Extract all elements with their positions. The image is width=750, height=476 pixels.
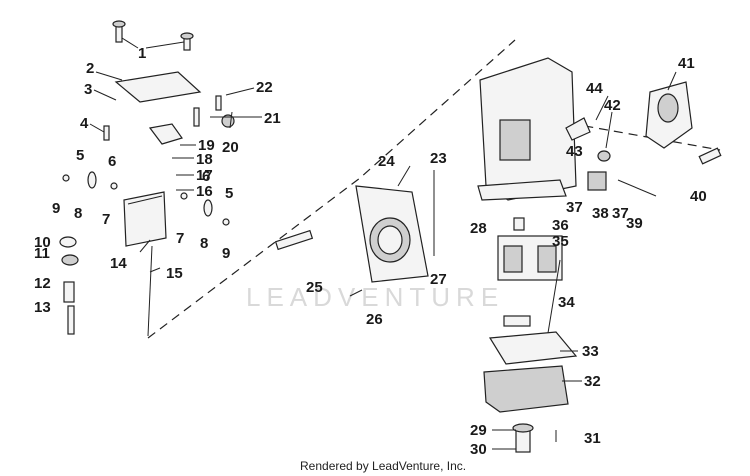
part-rod-39 [617, 179, 657, 197]
callout-17: 17 [196, 167, 213, 184]
callout-43: 43 [566, 143, 583, 160]
callout-37b: 37 [612, 205, 629, 222]
callout-4: 4 [80, 115, 89, 132]
part-bracket-19 [148, 123, 183, 145]
callout-7a: 7 [102, 211, 110, 228]
part-screw-25 [274, 229, 314, 251]
part-drain-30 [512, 423, 534, 453]
callout-15: 15 [166, 265, 183, 282]
callout-27: 27 [430, 271, 447, 288]
callout-12: 12 [34, 275, 51, 292]
callout-6b: 6 [202, 168, 210, 185]
part-screw-40 [698, 147, 722, 165]
callout-35: 35 [552, 233, 569, 250]
part-needle-15 [147, 245, 153, 337]
part-float-assembly-35 [497, 235, 563, 281]
callout-21: 21 [264, 110, 281, 127]
part-carburetor-body [477, 57, 577, 201]
callout-40: 40 [690, 188, 707, 205]
callout-23: 23 [430, 150, 447, 167]
part-spring-38 [587, 171, 607, 191]
callout-9b: 9 [222, 245, 230, 262]
part-float-bowl-14 [123, 191, 167, 247]
callout-29: 29 [470, 422, 487, 439]
callout-24: 24 [378, 153, 395, 170]
callout-30: 30 [470, 441, 487, 458]
part-throttle-body-24 [355, 185, 429, 283]
callout-8b: 8 [200, 235, 208, 252]
callout-25: 25 [306, 279, 323, 296]
callout-20: 20 [222, 139, 239, 156]
callout-18: 18 [196, 151, 213, 168]
callout-42: 42 [604, 97, 621, 114]
callout-9a: 9 [52, 200, 60, 217]
callout-26: 26 [366, 311, 383, 328]
callout-8a: 8 [74, 205, 82, 222]
callout-10: 10 [34, 234, 51, 251]
callout-44: 44 [586, 80, 603, 97]
callout-28: 28 [470, 220, 487, 237]
callout-3: 3 [84, 81, 92, 98]
part-cap-42 [597, 150, 611, 162]
callout-36: 36 [552, 217, 569, 234]
part-gasket-plate [114, 71, 202, 103]
part-gasket-34 [488, 331, 578, 365]
leader-lines [89, 37, 677, 450]
part-screws-top [112, 20, 194, 51]
footer-credit: Rendered by LeadVenture, Inc. [300, 459, 466, 473]
callout-labels: 1 2 3 4 5 5 6 6 7 7 8 8 9 9 10 11 12 13 … [34, 45, 707, 458]
callout-31: 31 [584, 430, 601, 447]
callout-11: 11 [34, 245, 50, 262]
callout-37a: 37 [566, 199, 583, 216]
callout-2: 2 [86, 60, 94, 77]
part-jet-stack [59, 236, 79, 335]
callout-33: 33 [582, 343, 599, 360]
part-small-screws [103, 95, 222, 141]
callout-34: 34 [558, 294, 575, 311]
part-small-rings [62, 171, 230, 226]
part-choke-41 [645, 81, 693, 149]
callout-7b: 7 [176, 230, 184, 247]
watermark: LEADVENTURE [246, 282, 504, 312]
callout-1: 1 [138, 45, 146, 62]
callout-32: 32 [584, 373, 601, 390]
callout-5a: 5 [76, 147, 84, 164]
part-bowl-32 [483, 365, 569, 413]
part-pivot-33 [503, 315, 531, 327]
part-fitting-44 [565, 117, 591, 141]
callout-39: 39 [626, 215, 643, 232]
callout-13: 13 [34, 299, 51, 316]
callout-38: 38 [592, 205, 609, 222]
callout-22: 22 [256, 79, 273, 96]
callout-41: 41 [678, 55, 695, 72]
callout-16: 16 [196, 183, 213, 200]
callout-19: 19 [198, 137, 215, 154]
callout-5b: 5 [225, 185, 233, 202]
callout-6a: 6 [108, 153, 116, 170]
part-valve-36 [513, 217, 525, 231]
part-pin-26 [349, 289, 363, 297]
callout-14: 14 [110, 255, 127, 272]
